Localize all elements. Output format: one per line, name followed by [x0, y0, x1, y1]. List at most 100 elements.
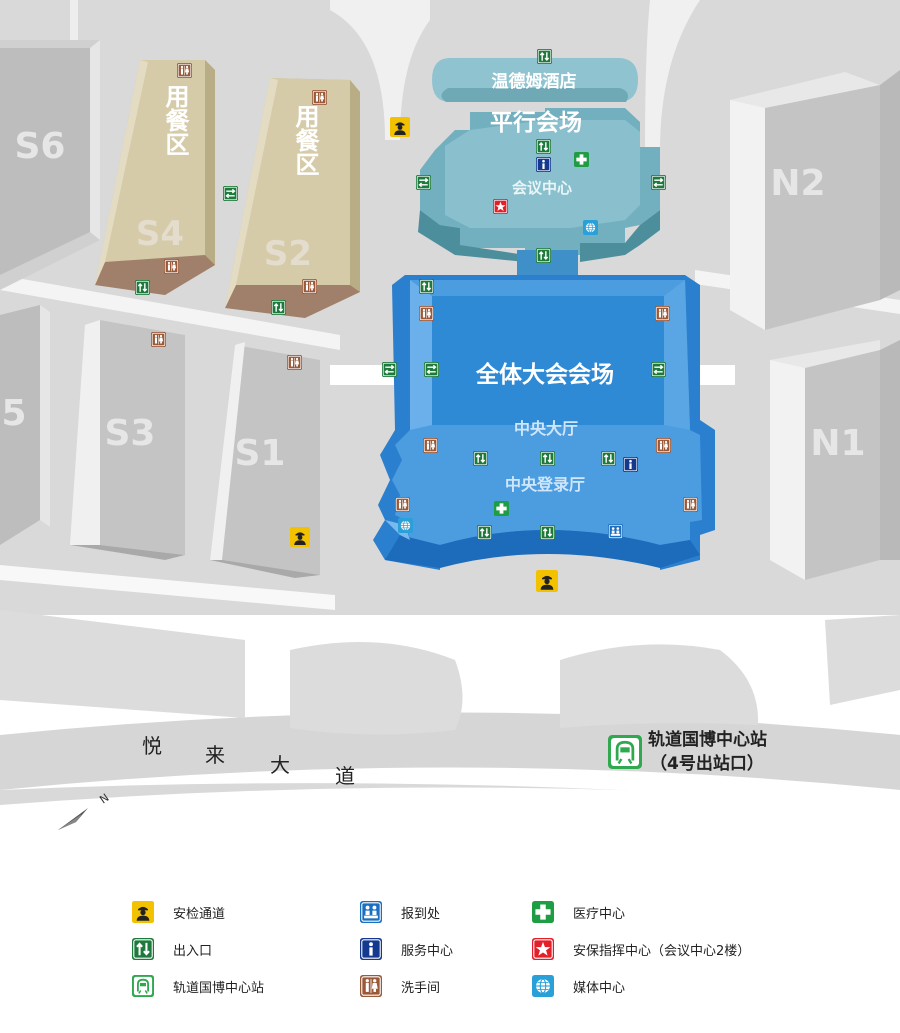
entrance-side-icon[interactable]	[382, 362, 397, 377]
plaza-island-east	[560, 644, 759, 728]
label-parallel-venue: 平行会场	[490, 109, 582, 136]
metro-station-icon	[131, 975, 155, 997]
entrance-icon[interactable]	[477, 525, 492, 540]
hall-s6	[0, 40, 100, 290]
metro-station-icon[interactable]	[608, 735, 642, 769]
medical-icon[interactable]	[494, 501, 509, 516]
info-icon[interactable]	[536, 157, 551, 172]
station-exit: （4号出站口）	[650, 753, 764, 774]
info-icon	[359, 938, 383, 960]
restroom-icon[interactable]	[151, 332, 166, 347]
legend-item-station: 轨道国博中心站	[131, 975, 264, 997]
entrance-icon[interactable]	[419, 279, 434, 294]
star-icon[interactable]	[493, 199, 508, 214]
hall-code-s3: S3	[105, 413, 156, 454]
entrance-icon[interactable]	[536, 248, 551, 263]
security-icon[interactable]	[390, 117, 410, 137]
legend-label: 媒体中心	[573, 980, 626, 996]
restroom-icon[interactable]	[312, 90, 327, 105]
restroom-icon[interactable]	[683, 497, 698, 512]
legend-item-restroom: 洗手间	[359, 975, 440, 997]
entrance-icon[interactable]	[271, 300, 286, 315]
road-char-3: 大	[270, 753, 290, 777]
hall-codes: S6 S4 S2 S3 S1 5 N2 N1	[1, 126, 865, 474]
entrance-icon[interactable]	[540, 451, 555, 466]
legend-label: 轨道国博中心站	[173, 980, 265, 996]
label-registration-hall: 中央登录厅	[505, 475, 585, 494]
legend-label: 安检通道	[173, 906, 226, 922]
restroom-icon	[359, 975, 383, 997]
legend-label: 报到处	[401, 906, 441, 922]
label-plenary-venue: 全体大会会场	[475, 361, 614, 388]
legend-item-service: 服务中心	[359, 938, 453, 960]
entrance-icon[interactable]	[537, 49, 552, 64]
hall-code-s6: S6	[15, 126, 66, 167]
medical-icon	[531, 901, 555, 923]
entrance-icon	[131, 938, 155, 960]
hall-code-n1: N1	[810, 423, 865, 464]
registration-icon[interactable]	[608, 524, 623, 539]
hall-n2	[730, 72, 880, 330]
plaza-island-west	[290, 642, 463, 735]
registration-icon	[359, 901, 383, 923]
restroom-icon[interactable]	[177, 63, 192, 78]
legend-label: 洗手间	[401, 980, 441, 996]
restroom-icon[interactable]	[655, 306, 670, 321]
media-globe-icon[interactable]	[583, 220, 598, 235]
restroom-icon[interactable]	[656, 438, 671, 453]
hall-code-s2: S2	[264, 234, 312, 274]
restroom-icon[interactable]	[395, 497, 410, 512]
legend-label: 服务中心	[401, 943, 454, 959]
yuelai-avenue	[0, 712, 900, 790]
security-icon[interactable]	[290, 527, 310, 547]
entrance-icon[interactable]	[473, 451, 488, 466]
security-icon	[131, 901, 155, 923]
media-globe-icon[interactable]	[398, 518, 413, 533]
legend-label: 医疗中心	[573, 906, 626, 922]
info-icon[interactable]	[623, 457, 638, 472]
hall-code-s4: S4	[136, 214, 184, 254]
entrance-side-icon[interactable]	[651, 362, 666, 377]
hall-s5	[0, 305, 50, 545]
entrance-icon[interactable]	[536, 139, 551, 154]
star-icon	[531, 938, 555, 960]
security-icon[interactable]	[536, 570, 558, 592]
legend-item-entrance: 出入口	[131, 938, 212, 960]
hall-s1	[210, 342, 320, 578]
restroom-icon[interactable]	[423, 438, 438, 453]
restroom-icon[interactable]	[419, 306, 434, 321]
entrance-icon[interactable]	[135, 280, 150, 295]
entrance-icon[interactable]	[540, 525, 555, 540]
legend-item-security: 安检通道	[131, 901, 225, 923]
label-central-hall: 中央大厅	[514, 419, 578, 438]
station-name: 轨道国博中心站	[648, 729, 767, 750]
label-hotel: 温德姆酒店	[492, 71, 577, 92]
entrance-side-icon[interactable]	[424, 362, 439, 377]
plaza-island-far-west	[0, 610, 245, 718]
hall-code-s5: 5	[1, 393, 26, 434]
legend-item-medical: 医疗中心	[531, 901, 625, 923]
label-dining-s4: 用餐区	[161, 84, 189, 156]
restroom-icon[interactable]	[164, 259, 179, 274]
dining-area-s4	[95, 60, 215, 295]
medical-icon[interactable]	[574, 152, 589, 167]
entrance-side-icon[interactable]	[416, 175, 431, 190]
north-arrow-icon	[58, 808, 88, 830]
restroom-icon[interactable]	[287, 355, 302, 370]
road-char-1: 悦	[142, 734, 162, 758]
hall-n1	[770, 340, 880, 580]
venue-labels: 温德姆酒店 平行会场 会议中心 全体大会会场 中央大厅 中央登录厅 用餐区 用餐…	[161, 71, 614, 494]
hall-code-n2: N2	[770, 163, 825, 204]
entrance-side-icon[interactable]	[651, 175, 666, 190]
hall-s3	[70, 320, 185, 560]
lower-margin	[0, 787, 900, 885]
dining-area-s2	[225, 78, 360, 318]
entrance-side-icon[interactable]	[223, 186, 238, 201]
legend-label: 安保指挥中心（会议中心2楼）	[573, 943, 751, 959]
legend-item-registration: 报到处	[359, 901, 440, 923]
road-label: 悦 来 大 道	[142, 734, 355, 788]
entrance-icon[interactable]	[601, 451, 616, 466]
restroom-icon[interactable]	[302, 279, 317, 294]
legend-item-media: 媒体中心	[531, 975, 625, 997]
